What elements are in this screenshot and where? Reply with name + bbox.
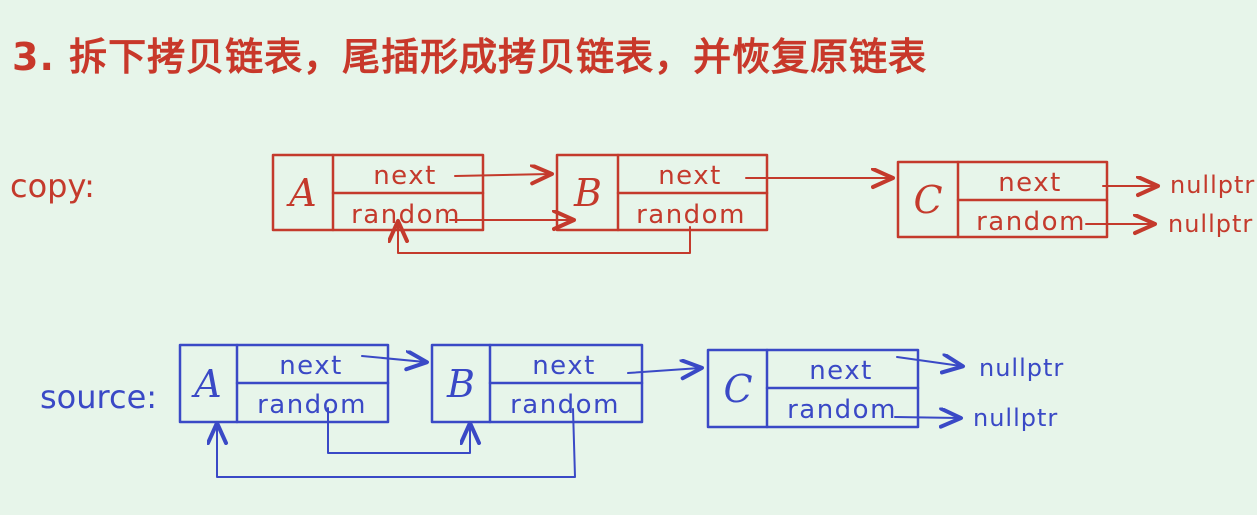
source-c-next-null-arrow <box>896 357 961 366</box>
source-a-next-arrow <box>361 356 425 362</box>
field-next-label: next <box>998 168 1062 198</box>
source-random-nullptr-label: nullptr <box>973 404 1058 432</box>
source-node-c: C next random <box>706 348 920 429</box>
field-next-label: next <box>532 351 596 381</box>
source-c-random-null-arrow <box>894 417 959 418</box>
source-a-random-arrow <box>327 407 470 454</box>
copy-node-a: A next random <box>271 153 485 232</box>
field-random-label: random <box>510 390 620 420</box>
copy-list-label: copy: <box>10 167 95 205</box>
source-list: source: A next random B next random <box>40 343 1064 478</box>
field-next-label: next <box>279 351 343 381</box>
copy-node-b: B next random <box>555 153 769 232</box>
node-letter-label: B <box>446 362 475 406</box>
source-b-random-arrow <box>217 408 576 478</box>
copy-list: copy: A next random B next random <box>10 153 1255 254</box>
copy-random-nullptr-label: nullptr <box>1168 210 1253 238</box>
source-b-next-arrow <box>627 368 700 373</box>
source-node-b: B next random <box>430 343 644 424</box>
node-letter-label: C <box>913 178 942 222</box>
source-next-nullptr-label: nullptr <box>979 354 1064 382</box>
copy-a-next-arrow <box>454 174 550 176</box>
node-letter-label: A <box>286 171 316 215</box>
field-next-label: next <box>658 161 722 191</box>
page-title: 3. 拆下拷贝链表，尾插形成拷贝链表，并恢复原链表 <box>12 35 928 79</box>
copy-b-random-arrow <box>398 223 691 254</box>
source-node-a: A next random <box>178 343 390 424</box>
field-random-label: random <box>636 200 746 230</box>
field-random-label: random <box>976 207 1086 237</box>
copy-node-c: C next random <box>896 160 1109 239</box>
field-random-label: random <box>787 395 897 425</box>
node-letter-label: B <box>573 171 602 215</box>
field-next-label: next <box>809 356 873 386</box>
source-list-label: source: <box>40 378 157 416</box>
field-next-label: next <box>373 161 437 191</box>
field-random-label: random <box>351 200 461 230</box>
field-random-label: random <box>257 390 367 420</box>
node-letter-label: C <box>723 367 752 411</box>
node-letter-label: A <box>191 362 221 406</box>
copy-next-nullptr-label: nullptr <box>1170 171 1255 199</box>
